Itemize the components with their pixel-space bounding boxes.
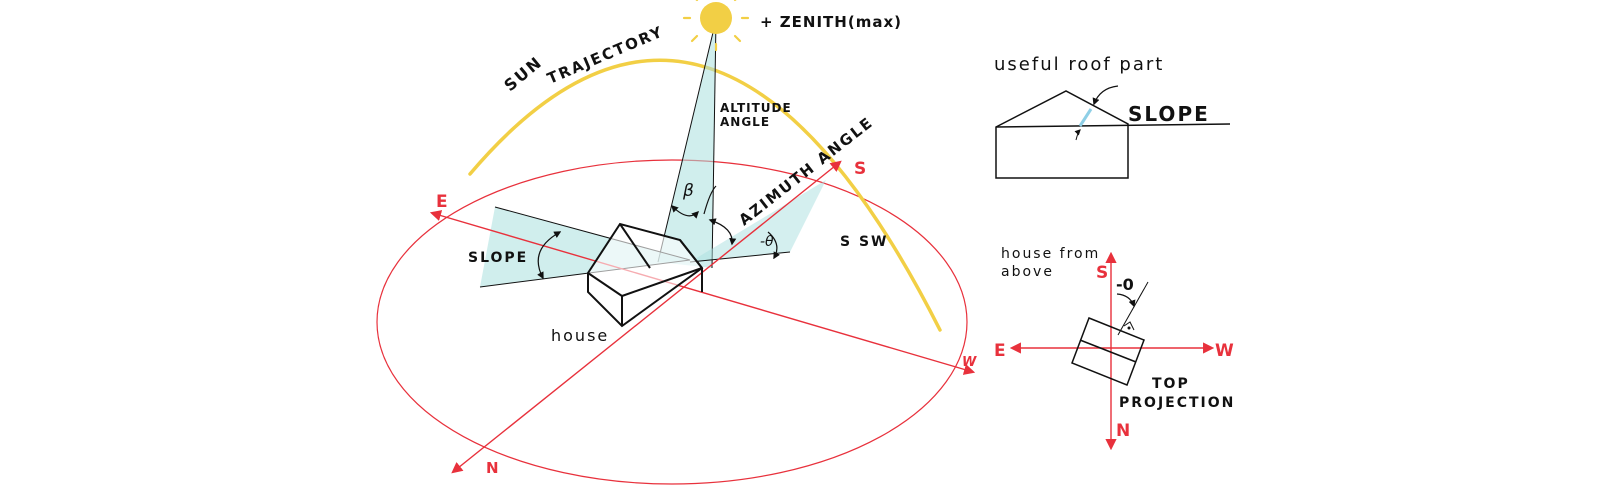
top-house-square — [1071, 317, 1145, 386]
top-west-label: W — [1215, 341, 1234, 361]
top-caption-line1: house from — [1001, 246, 1100, 262]
roof-pointer-arrow — [1092, 85, 1119, 106]
beta-label: β — [682, 181, 694, 201]
azimuth-arc — [708, 218, 737, 246]
altitude-label-1: ALTITUDE — [720, 101, 792, 115]
roof-title: useful roof part — [994, 54, 1164, 75]
sun-icon — [682, 0, 750, 52]
compass-west-label: W — [962, 355, 977, 370]
top-east-label: E — [994, 341, 1006, 361]
house-box — [587, 222, 704, 328]
compass-north-label: N — [486, 459, 499, 477]
useful-roof-part-line — [1078, 108, 1093, 127]
compass-east-label: E — [436, 192, 448, 212]
compass-south-label: S — [854, 159, 866, 179]
theta-arc — [767, 231, 780, 260]
slope-label-main: SLOPE — [468, 250, 528, 266]
altitude-arc — [703, 185, 717, 215]
roof-slope-label: SLOPE — [1128, 102, 1210, 126]
zenith-label: + ZENITH(max) — [760, 13, 902, 31]
top-projection-label-1: TOP — [1152, 376, 1190, 392]
top-caption-line2: above — [1001, 264, 1054, 280]
altitude-label-2: ANGLE — [720, 115, 770, 129]
sun-trajectory-label-sun: SUN — [500, 52, 546, 95]
axis-east-west — [429, 210, 976, 375]
ssw-label: S SW — [840, 234, 888, 250]
roof-house-outline — [995, 90, 1231, 179]
beta-arc — [670, 204, 700, 219]
slope-arc — [537, 231, 562, 280]
house-label-main: house — [551, 326, 609, 345]
top-orientation-line — [1117, 281, 1149, 336]
theta-label: -θ — [760, 234, 774, 250]
axis-north-south — [451, 160, 842, 474]
roof-slope-arc — [1074, 129, 1081, 141]
top-angle-arc — [1116, 293, 1136, 308]
sun-trajectory-label-trajectory: TRAJECTORY — [545, 22, 667, 87]
top-north-label: N — [1116, 421, 1130, 441]
top-projection-label-2: PROJECTION — [1119, 395, 1235, 411]
top-right-angle-mark — [1123, 321, 1135, 331]
top-angle-label: -0 — [1116, 275, 1134, 294]
top-south-label: S — [1096, 263, 1108, 283]
